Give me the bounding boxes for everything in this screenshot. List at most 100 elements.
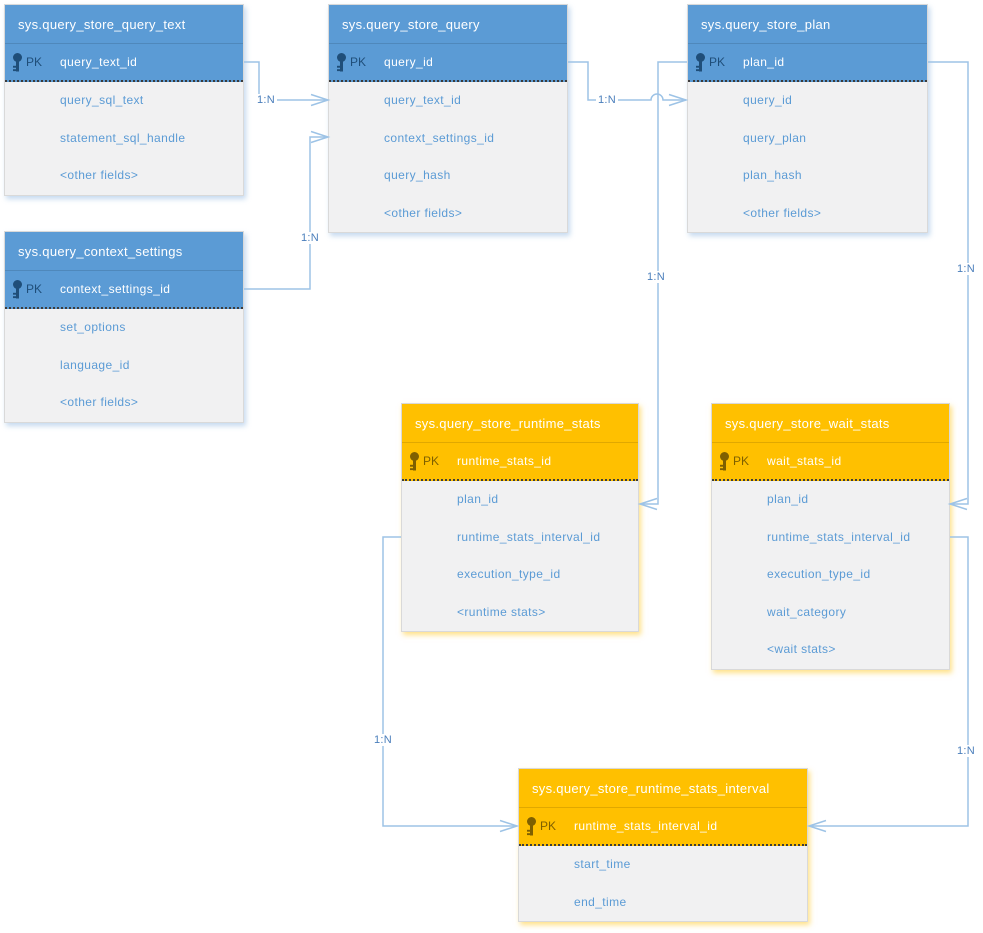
field-row: query_id <box>688 82 927 120</box>
field-name: query_id <box>743 93 793 107</box>
pk-row: PK wait_stats_id <box>712 443 949 481</box>
field-name: context_settings_id <box>384 130 495 145</box>
pk-row: PK query_text_id <box>5 44 243 82</box>
pk-row: PK runtime_stats_id <box>402 443 638 481</box>
field-row: <other fields> <box>329 195 567 233</box>
field-row: <runtime stats> <box>402 594 638 632</box>
pk-field-name: query_id <box>384 55 434 69</box>
field-list: query_sql_text statement_sql_handle <oth… <box>5 82 243 195</box>
field-row: query_hash <box>329 157 567 195</box>
field-row: query_text_id <box>329 82 567 120</box>
primary-key-icon <box>12 279 26 299</box>
field-row: plan_hash <box>688 157 927 195</box>
field-name: query_text_id <box>384 93 462 107</box>
entity-title: sys.query_store_query <box>329 5 567 44</box>
primary-key-icon <box>409 451 423 471</box>
field-name: plan_id <box>457 492 499 506</box>
pk-row: PK runtime_stats_interval_id <box>519 808 807 846</box>
entity-title: sys.query_context_settings <box>5 232 243 271</box>
pk-row: PK query_id <box>329 44 567 82</box>
field-name: query_plan <box>743 130 807 145</box>
field-name: set_options <box>60 320 126 334</box>
field-list: query_text_id context_settings_id query_… <box>329 82 567 232</box>
field-row: plan_id <box>402 481 638 519</box>
entity-query-store-query[interactable]: sys.query_store_query PK query_id query_… <box>328 4 568 233</box>
primary-key-icon <box>336 52 350 72</box>
arrowhead-icon <box>947 497 968 511</box>
connector-query-to-plan <box>568 61 686 101</box>
field-row: query_plan <box>688 120 927 158</box>
field-row: wait_category <box>712 594 949 632</box>
pk-label: PK <box>733 454 750 468</box>
pk-label: PK <box>26 55 43 69</box>
cardinality-label: 1:N <box>254 94 278 106</box>
field-row: context_settings_id <box>329 120 567 158</box>
pk-row: PK plan_id <box>688 44 927 82</box>
pk-field-name: runtime_stats_id <box>457 454 552 468</box>
pk-field-name: plan_id <box>743 55 785 69</box>
entity-title: sys.query_store_query_text <box>5 5 243 44</box>
field-row: runtime_stats_interval_id <box>712 519 949 557</box>
entity-query-store-plan[interactable]: sys.query_store_plan PK plan_id query_id… <box>687 4 928 233</box>
field-name: execution_type_id <box>767 567 871 581</box>
pk-field-name: runtime_stats_interval_id <box>574 819 718 833</box>
pk-label: PK <box>26 282 43 296</box>
field-name: plan_id <box>767 492 809 506</box>
arrowhead-icon <box>637 497 658 511</box>
connector-plan-to-runtimestats <box>641 61 687 505</box>
field-row: runtime_stats_interval_id <box>402 519 638 557</box>
cardinality-label: 1:N <box>954 263 978 275</box>
field-name: start_time <box>574 857 631 871</box>
field-row: plan_id <box>712 481 949 519</box>
field-name: <runtime stats> <box>457 604 546 619</box>
pk-row: PK context_settings_id <box>5 271 243 309</box>
pk-label: PK <box>350 55 367 69</box>
cardinality-label: 1:N <box>298 232 322 244</box>
cardinality-label: 1:N <box>371 734 395 746</box>
entity-title: sys.query_store_wait_stats <box>712 404 949 443</box>
pk-label: PK <box>423 454 440 468</box>
field-row: statement_sql_handle <box>5 120 243 158</box>
arrowhead-icon <box>806 819 827 833</box>
field-name: statement_sql_handle <box>60 130 186 145</box>
pk-field-name: wait_stats_id <box>767 454 842 468</box>
entity-query-context-settings[interactable]: sys.query_context_settings PK context_se… <box>4 231 244 423</box>
field-name: query_hash <box>384 168 451 182</box>
field-name: query_sql_text <box>60 93 144 107</box>
pk-label: PK <box>540 819 557 833</box>
pk-field-name: query_text_id <box>60 55 138 69</box>
field-name: wait_category <box>767 604 847 619</box>
field-row: <other fields> <box>5 157 243 195</box>
entity-query-store-runtime-stats-interval[interactable]: sys.query_store_runtime_stats_interval P… <box>518 768 808 922</box>
arrowhead-icon <box>310 130 331 144</box>
field-row: execution_type_id <box>402 556 638 594</box>
cardinality-label: 1:N <box>595 94 619 106</box>
pk-field-name: context_settings_id <box>60 282 171 296</box>
arrowhead-icon <box>499 819 520 833</box>
primary-key-icon <box>526 816 540 836</box>
entity-query-store-wait-stats[interactable]: sys.query_store_wait_stats PK wait_stats… <box>711 403 950 670</box>
field-row: <other fields> <box>5 384 243 422</box>
cardinality-label: 1:N <box>644 271 668 283</box>
field-name: plan_hash <box>743 168 802 182</box>
entity-query-store-query-text[interactable]: sys.query_store_query_text PK query_text… <box>4 4 244 196</box>
field-name: execution_type_id <box>457 567 561 581</box>
field-name: <other fields> <box>384 205 463 220</box>
primary-key-icon <box>12 52 26 72</box>
field-name: <other fields> <box>743 205 822 220</box>
cardinality-label: 1:N <box>954 745 978 757</box>
field-row: end_time <box>519 884 807 922</box>
field-list: set_options language_id <other fields> <box>5 309 243 422</box>
primary-key-icon <box>695 52 709 72</box>
field-row: start_time <box>519 846 807 884</box>
entity-query-store-runtime-stats[interactable]: sys.query_store_runtime_stats PK runtime… <box>401 403 639 632</box>
entity-title: sys.query_store_runtime_stats <box>402 404 638 443</box>
primary-key-icon <box>719 451 733 471</box>
field-name: <other fields> <box>60 395 139 409</box>
field-row: execution_type_id <box>712 556 949 594</box>
field-row: set_options <box>5 309 243 347</box>
entity-title: sys.query_store_runtime_stats_interval <box>519 769 807 808</box>
field-row: <wait stats> <box>712 631 949 669</box>
field-row: <other fields> <box>688 195 927 233</box>
